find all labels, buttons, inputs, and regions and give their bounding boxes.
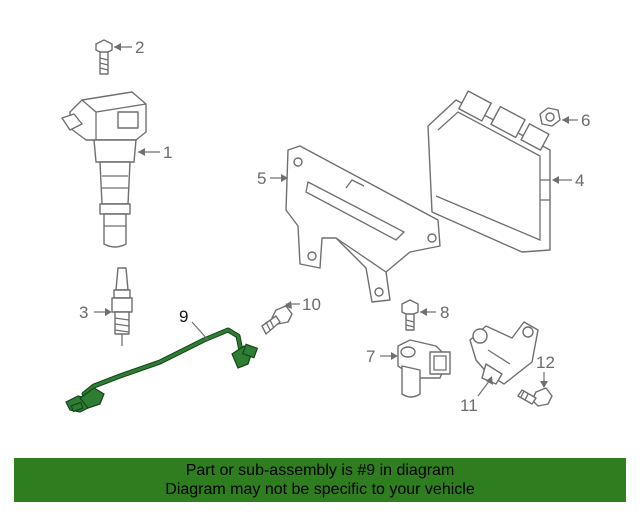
arrow-5 (281, 174, 288, 182)
arrow-10 (284, 301, 292, 309)
arrow-12 (540, 381, 548, 388)
callout-12[interactable]: 12 (536, 353, 555, 372)
callout-2[interactable]: 2 (135, 38, 144, 57)
arrow-6 (562, 116, 569, 124)
arrow-4 (552, 176, 559, 184)
part-1-ignition-coil[interactable] (61, 91, 147, 248)
callout-5[interactable]: 5 (257, 169, 266, 188)
callout-1[interactable]: 1 (163, 143, 172, 162)
callout-10[interactable]: 10 (302, 295, 321, 314)
banner-line-1: Part or sub-assembly is #9 in diagram (185, 462, 455, 479)
leader-11 (477, 379, 491, 397)
part-2-bolt[interactable] (95, 39, 113, 75)
callout-4[interactable]: 4 (575, 171, 584, 190)
callout-6[interactable]: 6 (581, 111, 590, 130)
arrow-11 (486, 376, 493, 385)
callout-9[interactable]: 9 (179, 307, 188, 326)
part-5-bracket[interactable] (285, 145, 441, 303)
part-9-sensor-highlighted[interactable] (65, 327, 259, 413)
part-6-nut[interactable] (539, 107, 561, 127)
callout-3[interactable]: 3 (79, 303, 88, 322)
arrow-7 (391, 352, 398, 360)
arrow-1 (138, 148, 145, 156)
parts-diagram: 2 1 3 (61, 38, 590, 415)
callout-11[interactable]: 11 (460, 396, 478, 415)
arrow-8 (420, 308, 427, 316)
part-8-bolt[interactable] (401, 299, 419, 331)
info-banner: Part or sub-assembly is #9 in diagram Di… (14, 458, 626, 502)
banner-line-2: Diagram may not be specific to your vehi… (165, 481, 475, 498)
part-4-ecu[interactable] (427, 90, 551, 253)
part-11-sensor[interactable] (469, 321, 539, 385)
part-7-sensor[interactable] (397, 339, 451, 398)
arrow-3 (105, 308, 112, 316)
callout-8[interactable]: 8 (440, 303, 449, 322)
part-12-bolt[interactable] (517, 387, 553, 407)
callout-7[interactable]: 7 (366, 347, 375, 366)
part-3-spark-plug[interactable] (111, 267, 133, 346)
leader-9 (191, 321, 209, 341)
arrow-2 (114, 43, 121, 51)
part-10-bolt[interactable] (261, 305, 293, 335)
